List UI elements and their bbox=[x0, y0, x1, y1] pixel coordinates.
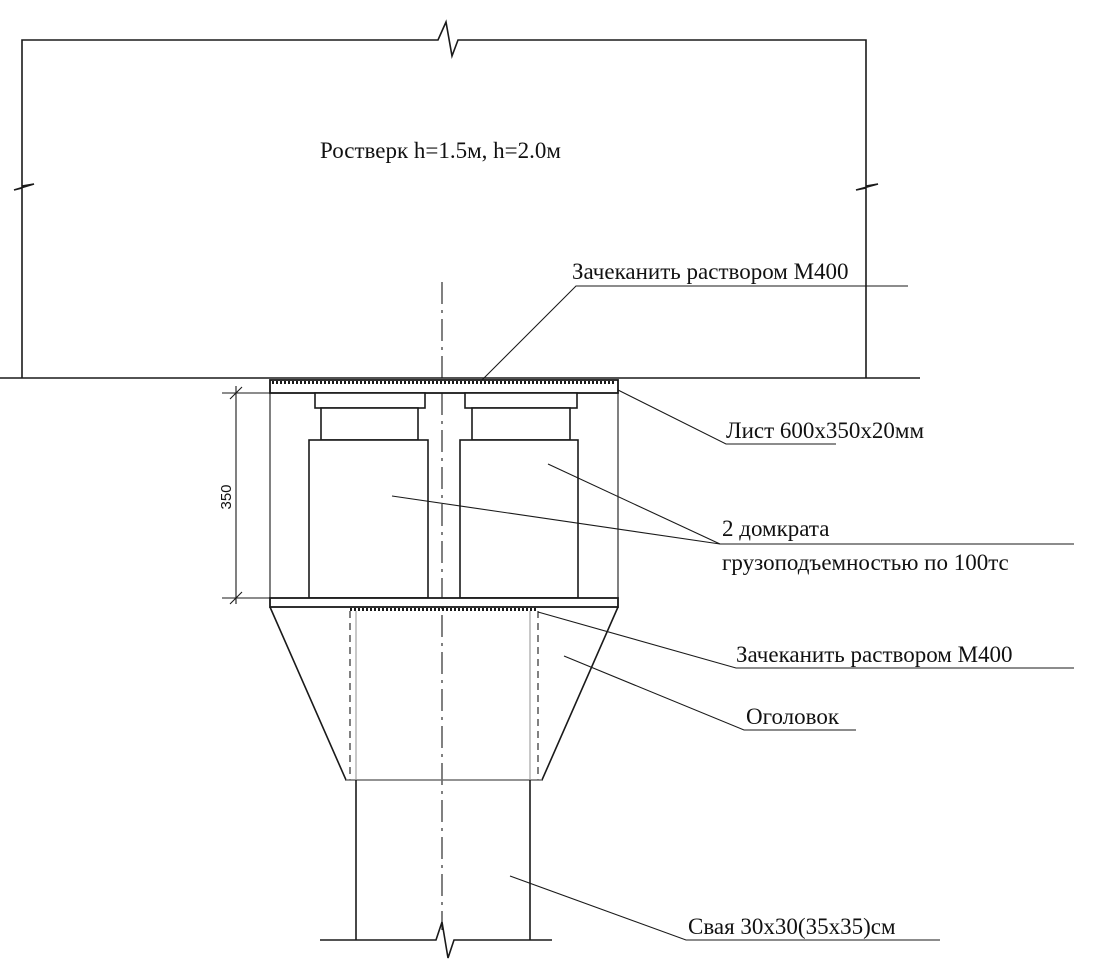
leader-pile bbox=[509, 875, 940, 941]
jack-right bbox=[459, 392, 579, 599]
pile-cap bbox=[269, 606, 619, 781]
pile bbox=[320, 780, 552, 959]
label-pile: Свая 30х30(35х35)см bbox=[688, 914, 896, 939]
dimension-350: 350 bbox=[218, 386, 270, 605]
label-pile-cap: Оголовок bbox=[746, 704, 840, 729]
leader-sheet bbox=[617, 389, 836, 445]
leader-caulk-top bbox=[481, 285, 908, 381]
label-caulk-top: Зачеканить раствором М400 bbox=[572, 259, 849, 284]
label-steel-sheet: Лист 600х350х20мм bbox=[726, 418, 924, 443]
label-jacks-line1: 2 домкрата bbox=[722, 516, 829, 541]
leader-jacks-right bbox=[547, 463, 721, 545]
grillage-outline bbox=[0, 19, 920, 379]
top-steel-sheet bbox=[269, 379, 619, 394]
leader-caulk-bottom bbox=[537, 611, 1074, 669]
label-grillage: Ростверк h=1.5м, h=2.0м bbox=[320, 138, 561, 163]
dimension-350-value: 350 bbox=[218, 484, 235, 509]
bottom-steel-sheet bbox=[269, 597, 619, 608]
leader-lines bbox=[391, 285, 1074, 941]
leader-pile-cap bbox=[563, 655, 856, 731]
jack-left bbox=[308, 392, 429, 599]
label-jacks-line2: грузоподъемностью по 100тс bbox=[722, 550, 1009, 575]
label-caulk-bottom: Зачеканить раствором М400 bbox=[736, 642, 1013, 667]
